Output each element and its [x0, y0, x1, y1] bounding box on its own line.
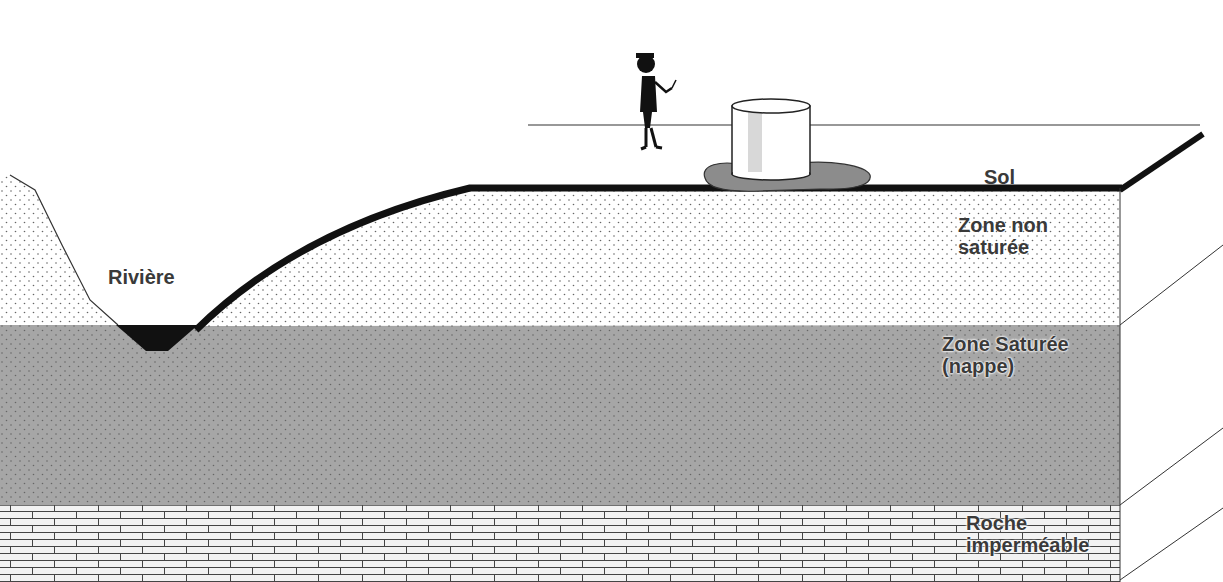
drum-top — [732, 99, 810, 113]
rock-layer — [0, 505, 1120, 582]
left-bank-outline — [10, 175, 118, 325]
soil-line — [196, 188, 1122, 330]
soil-label: Sol — [984, 166, 1015, 188]
drum-shading — [748, 108, 762, 172]
river-label: Rivière — [108, 266, 175, 288]
impermeable-rock-band: Roche imperméable — [966, 512, 1116, 556]
unsaturated-zone-dots — [195, 188, 1120, 326]
left-bank — [0, 175, 118, 325]
zone-label: Roche imperméable — [966, 512, 1116, 556]
block-edge — [1120, 188, 1121, 582]
drum-bottom-mask — [733, 160, 809, 174]
soil-perspective-line — [1120, 134, 1203, 190]
zone-label: Zone Saturée (nappe) — [942, 333, 1072, 377]
unsaturated-zone-fill — [195, 188, 1120, 326]
perspective-line — [1120, 245, 1223, 325]
drum-body — [732, 106, 810, 174]
person-figure — [636, 53, 676, 149]
zone-label: Zone non saturée — [958, 214, 1108, 258]
perspective-line — [1120, 508, 1223, 580]
unsaturated-zone-band: Zone non saturée — [958, 214, 1108, 258]
river-water — [116, 325, 198, 351]
saturated-zone-band: Zone Saturée (nappe) — [942, 333, 1072, 377]
ground-plane-line — [528, 124, 1200, 125]
saturated-zone-dots — [0, 325, 1120, 505]
perspective-line — [1120, 428, 1223, 505]
saturated-zone-fill — [0, 325, 1120, 505]
